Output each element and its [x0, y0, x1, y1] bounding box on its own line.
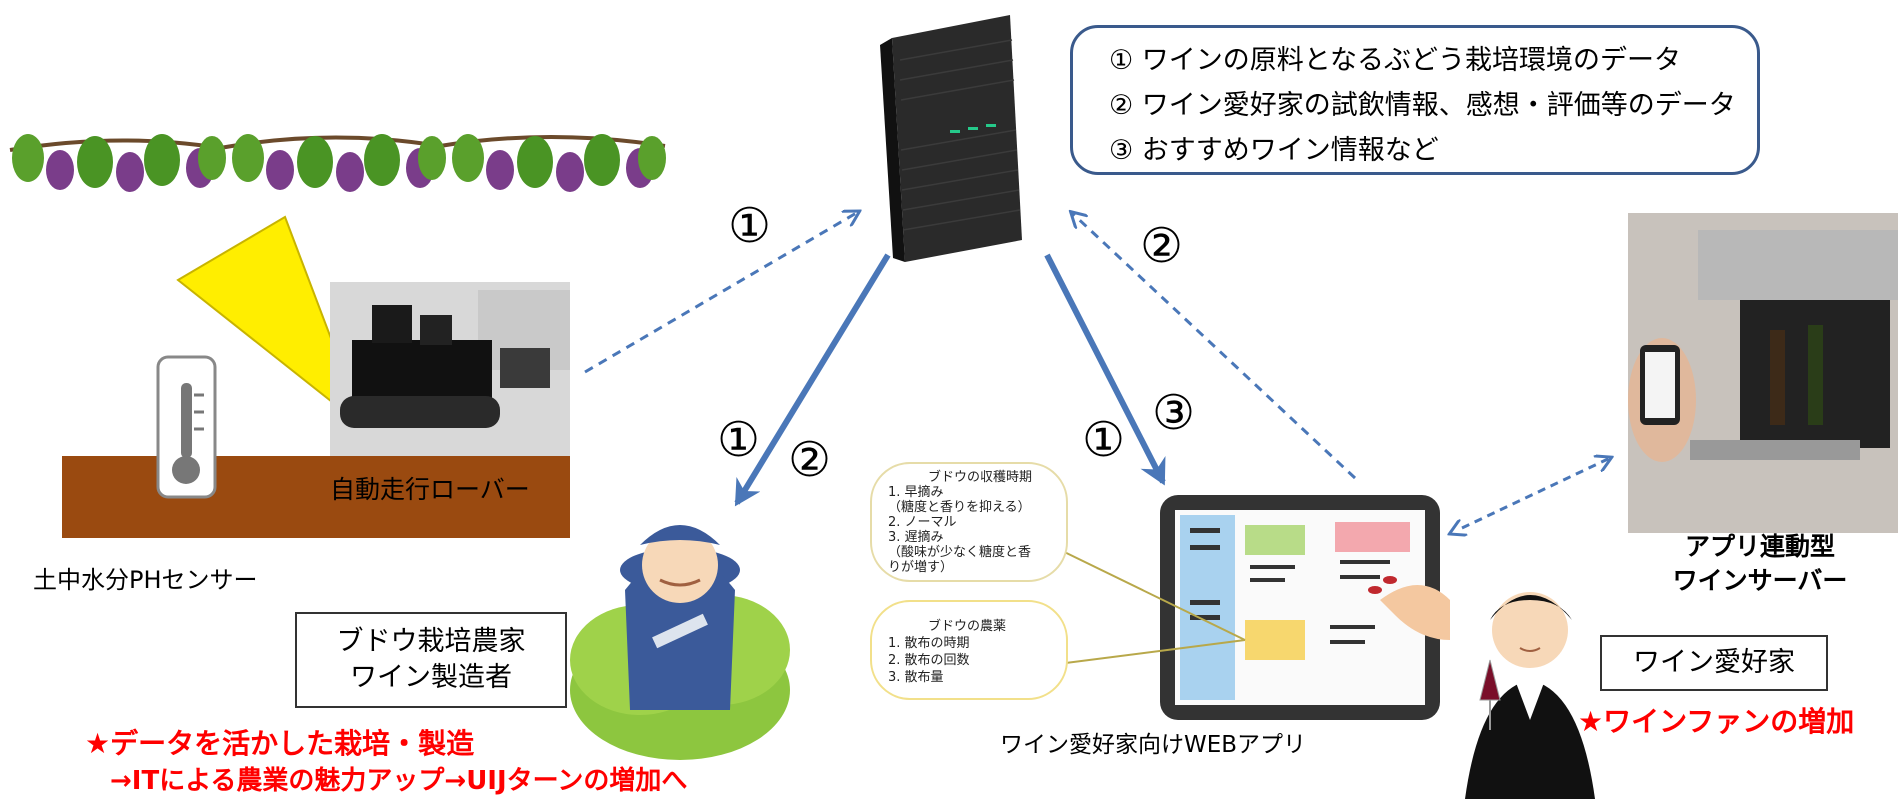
legend-line-3: ③ おすすめワイン情報など: [1109, 135, 1439, 166]
wine-server-label-line-2: ワインサーバー: [1672, 566, 1848, 595]
arrow-rover-to-server: [584, 212, 858, 374]
card1-line-4: 2. ノーマル: [888, 515, 957, 530]
farmer-label-line-2: ワイン製造者: [350, 662, 512, 693]
card1-line-7: りが増す）: [888, 560, 954, 575]
arrow-number-to-app-1: ①: [1082, 412, 1126, 468]
wine-server-label: アプリ連動型 ワインサーバー: [1660, 530, 1860, 598]
server-tower-icon: [880, 15, 1022, 262]
legend-line-2: ② ワイン愛好家の試飲情報、感想・評価等のデータ: [1109, 90, 1736, 121]
arrow-number-rover-to-server: ①: [728, 198, 772, 254]
rover-photo: [330, 282, 570, 456]
card2-line-4: 3. 散布量: [888, 670, 944, 685]
arrow-app-to-server: [1072, 213, 1357, 480]
arrow-number-to-farmer-1: ①: [717, 412, 761, 468]
warning-triangle-icon: [176, 215, 368, 432]
card1-line-6: （酸味が少なく糖度と香: [888, 545, 1032, 560]
grape-vine-icon: [9, 134, 666, 192]
farmer-illustration: [570, 525, 790, 760]
arrow-app-to-wine-server: [1462, 458, 1610, 528]
card1-line-5: 3. 遅摘み: [888, 530, 944, 545]
farmer-benefit-line-2: →ITによる農業の魅力アップ→UIJターンの増加へ: [110, 766, 688, 796]
wine-enthusiast-illustration: [1465, 592, 1595, 799]
arrow-number-app-to-server: ②: [1140, 218, 1184, 274]
enthusiast-label: ワイン愛好家: [1633, 647, 1795, 678]
arrow-server-to-farmer: [734, 253, 891, 507]
harvest-timing-card: ブドウの収穫時期 1. 早摘み （糖度と香りを抑える） 2. ノーマル 3. 遅…: [870, 462, 1068, 582]
arrow-number-to-app-3: ③: [1152, 385, 1196, 441]
pesticide-card: ブドウの農薬 1. 散布の時期 2. 散布の回数 3. 散布量: [870, 600, 1068, 700]
data-legend-box: ① ワインの原料となるぶどう栽培環境のデータ ② ワイン愛好家の試飲情報、感想・…: [1070, 25, 1760, 175]
arrow-number-to-farmer-2: ②: [788, 432, 832, 488]
soil-bar: [62, 456, 570, 538]
farmer-benefit-line-1: ★データを活かした栽培・製造: [85, 727, 475, 760]
wine-server-photo: [1628, 213, 1898, 533]
card1-line-1: ブドウの収穫時期: [928, 470, 1033, 485]
arrow-server-to-app: [1044, 253, 1166, 486]
farmer-label-box: ブドウ栽培農家 ワイン製造者: [295, 612, 567, 708]
card1-line-2: 1. 早摘み: [888, 485, 944, 500]
thermometer-icon: [156, 355, 217, 499]
card2-line-3: 2. 散布の回数: [888, 653, 970, 668]
web-app-illustration: [1049, 495, 1450, 720]
card1-line-3: （糖度と香りを抑える）: [888, 500, 1031, 515]
rover-label: 自動走行ローバー: [330, 475, 530, 504]
card2-line-1: ブドウの農薬: [928, 619, 1007, 634]
enthusiast-benefit: ★ワインファンの増加: [1578, 705, 1855, 738]
wine-server-label-line-1: アプリ連動型: [1684, 532, 1835, 561]
web-app-label: ワイン愛好家向けWEBアプリ: [1000, 732, 1307, 758]
legend-line-1: ① ワインの原料となるぶどう栽培環境のデータ: [1109, 45, 1681, 76]
farmer-label-line-1: ブドウ栽培農家: [336, 626, 526, 657]
sensor-label: 土中水分PHセンサー: [33, 566, 258, 594]
card2-line-2: 1. 散布の時期: [888, 636, 970, 651]
enthusiast-label-box: ワイン愛好家: [1600, 635, 1828, 691]
